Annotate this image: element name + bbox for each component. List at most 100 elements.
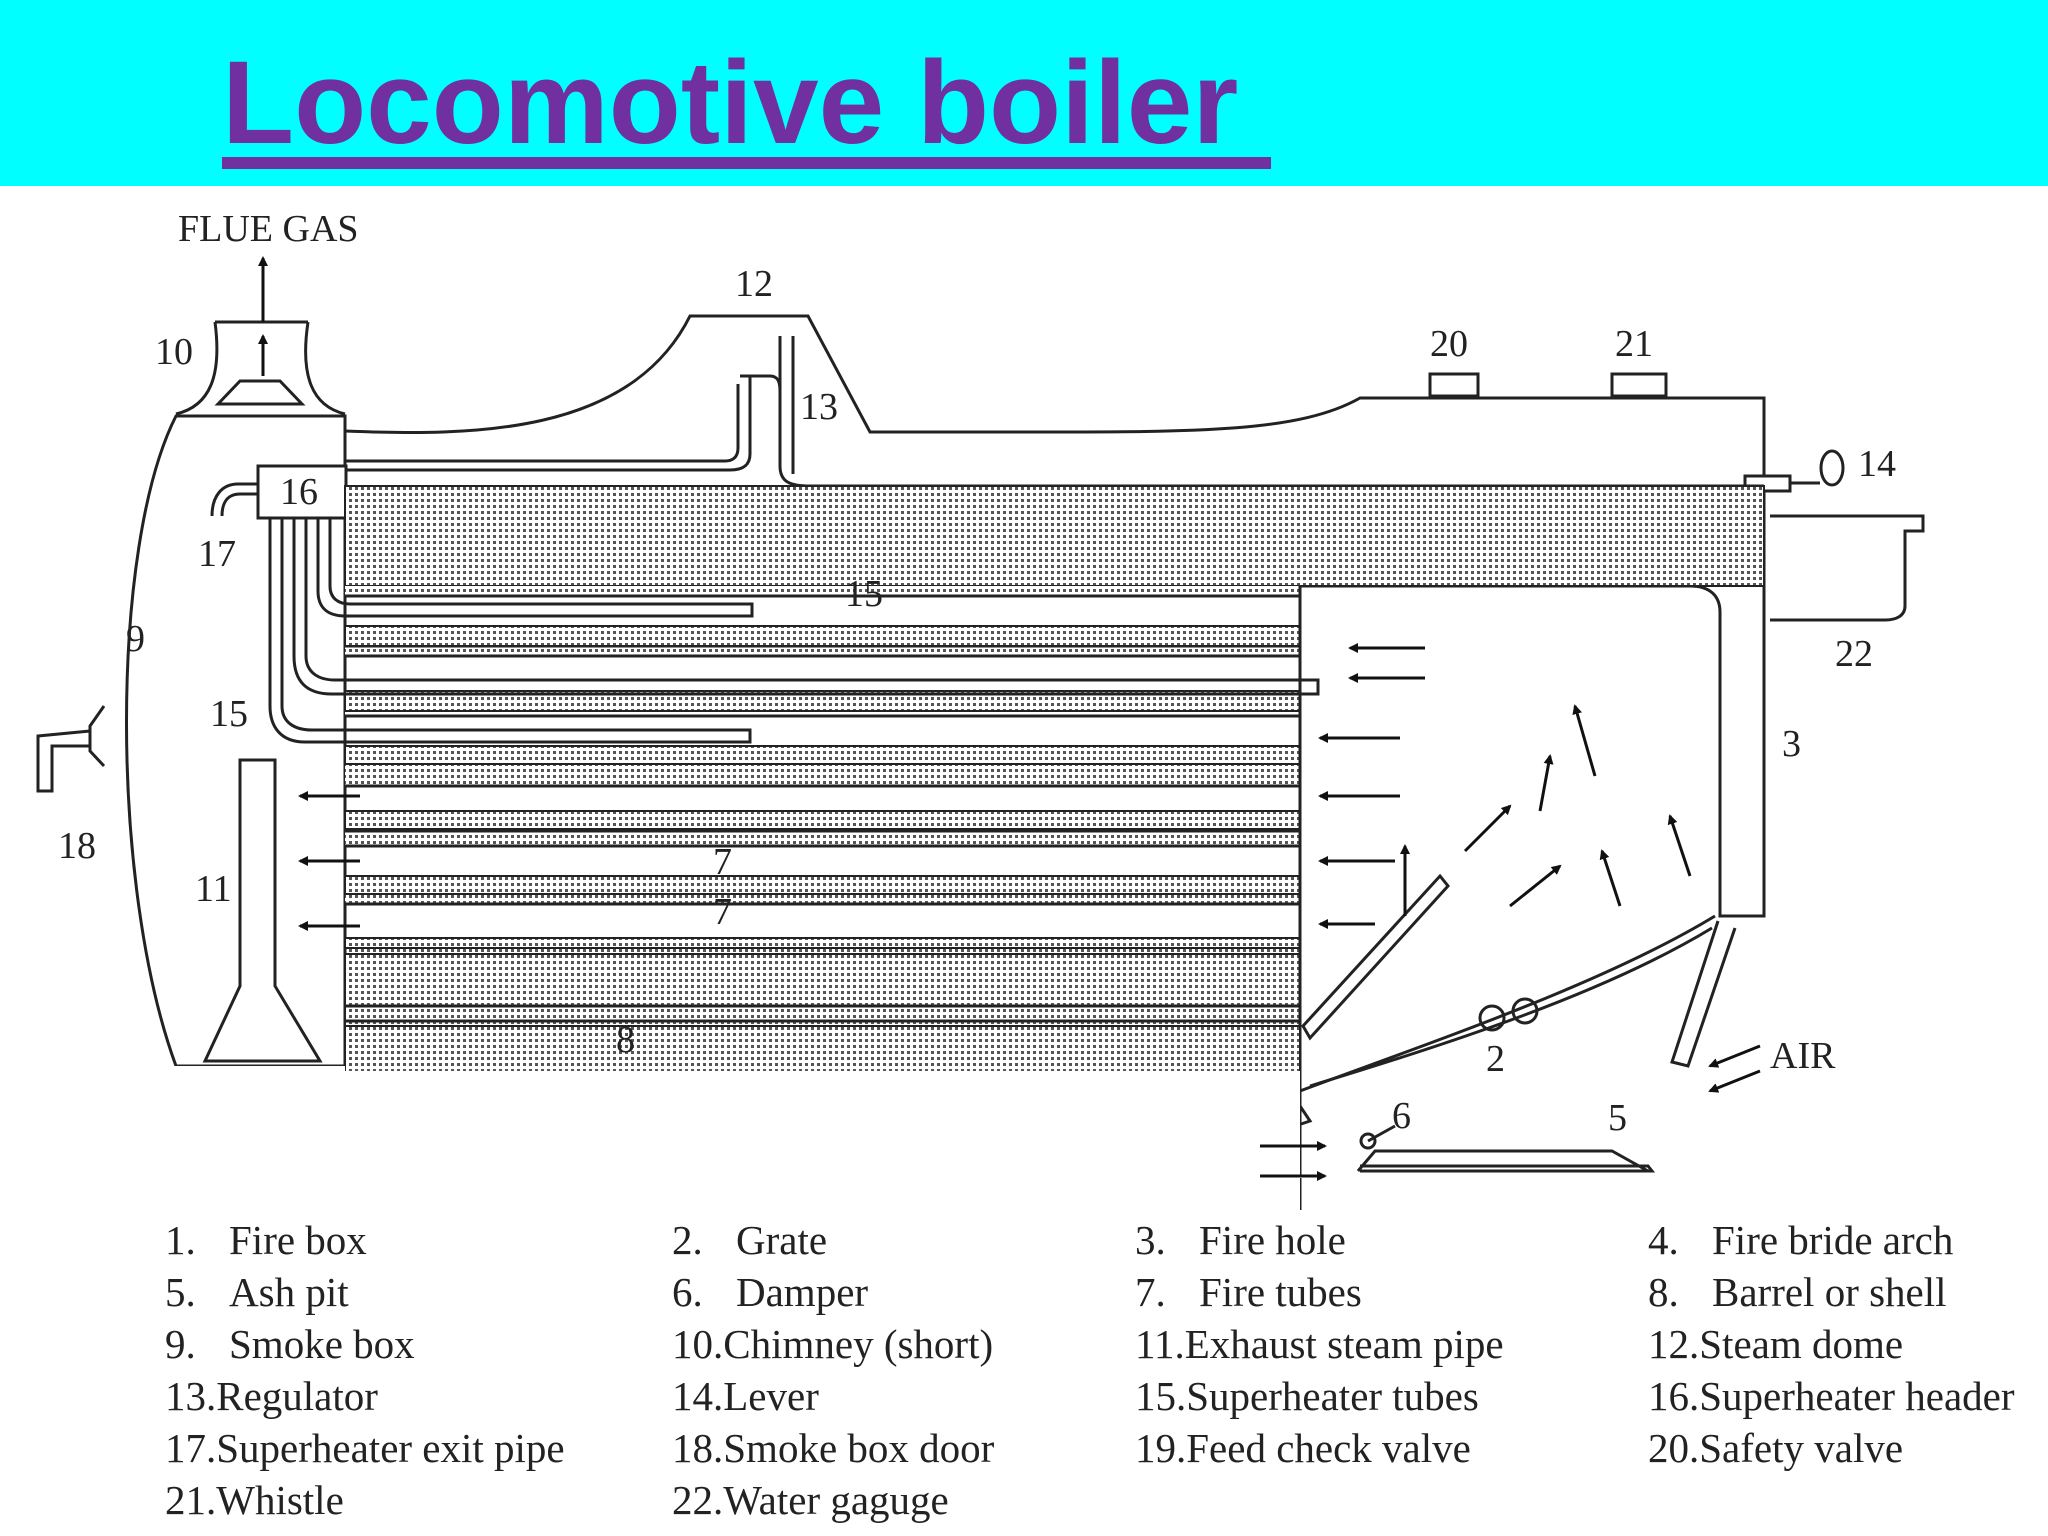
- legend-item-text: Fire tubes: [1199, 1269, 1362, 1315]
- legend-item: 15.Superheater tubes: [1135, 1372, 1479, 1420]
- legend-item-number: 4.: [1648, 1217, 1679, 1263]
- legend-item: 1. Fire box: [165, 1216, 367, 1264]
- legend-item-number: 14.: [672, 1373, 724, 1419]
- legend-item-number: 15.: [1135, 1373, 1187, 1419]
- steam-dome: [344, 314, 1766, 476]
- label-15-top: 15: [845, 573, 883, 615]
- legend-item-text: Chimney (short): [723, 1321, 994, 1367]
- air-arrow: [1708, 1044, 1761, 1068]
- label-6: 6: [1392, 1095, 1411, 1137]
- legend-item-number: 17.: [165, 1425, 217, 1471]
- chimney: [175, 320, 346, 416]
- label-12: 12: [735, 263, 773, 305]
- legend-item-number: 5.: [165, 1269, 196, 1315]
- label-3: 3: [1782, 723, 1801, 765]
- fire-brick-arch: [1301, 873, 1450, 1041]
- superheater-tubes: [268, 518, 1320, 744]
- legend-item-text: Superheater exit pipe: [216, 1425, 565, 1471]
- legend-item-number: 8.: [1648, 1269, 1679, 1315]
- label-13: 13: [800, 386, 838, 428]
- legend-item-text: Grate: [736, 1217, 828, 1263]
- legend-item-text: Smoke box: [229, 1321, 415, 1367]
- legend-item-text: Fire bride arch: [1712, 1217, 1954, 1263]
- legend-item-number: 9.: [165, 1321, 196, 1367]
- legend-item-text: Whistle: [216, 1477, 344, 1523]
- legend-item: 7. Fire tubes: [1135, 1268, 1362, 1316]
- legend-item-text: Steam dome: [1699, 1321, 1904, 1367]
- ash-pit: [1360, 1164, 1656, 1173]
- legend-item: 6. Damper: [672, 1268, 868, 1316]
- legend-item: 21.Whistle: [165, 1476, 344, 1524]
- label-11: 11: [195, 868, 232, 910]
- legend-item: 3. Fire hole: [1135, 1216, 1346, 1264]
- legend-item-text: Fire box: [229, 1217, 367, 1263]
- legend: 1. Fire box 2. Grate 3. Fire hole 4. Fire bride…: [0, 1210, 2048, 1536]
- label-16: 16: [280, 471, 318, 513]
- label-20: 20: [1430, 323, 1468, 365]
- legend-item-text: Ash pit: [229, 1269, 349, 1315]
- legend-item-text: Water gaguge: [723, 1477, 949, 1523]
- legend-item-number: 11.: [1135, 1321, 1185, 1367]
- label-2: 2: [1486, 1038, 1505, 1080]
- water-gauge: [1770, 514, 1925, 622]
- legend-item: 11.Exhaust steam pipe: [1135, 1320, 1504, 1368]
- legend-item: 16.Superheater header: [1648, 1372, 2015, 1420]
- legend-item-number: 13.: [165, 1373, 217, 1419]
- legend-item: 19.Feed check valve: [1135, 1424, 1471, 1472]
- damper: [1359, 1132, 1377, 1150]
- legend-item: 4. Fire bride arch: [1648, 1216, 1953, 1264]
- legend-item: 17.Superheater exit pipe: [165, 1424, 565, 1472]
- legend-item: 20.Safety valve: [1648, 1424, 1903, 1472]
- label-10: 10: [155, 331, 193, 373]
- label-22: 22: [1835, 633, 1873, 675]
- legend-item-text: Damper: [736, 1269, 869, 1315]
- legend-item-number: 20.: [1648, 1425, 1700, 1471]
- label-flue-gas: FLUE GAS: [178, 208, 359, 250]
- safety-valve: [1428, 372, 1480, 398]
- legend-item: 2. Grate: [672, 1216, 827, 1264]
- smoke-box: [125, 414, 347, 1068]
- legend-item-text: Fire hole: [1199, 1217, 1346, 1263]
- legend-item-number: 1.: [165, 1217, 196, 1263]
- legend-item-number: 7.: [1135, 1269, 1166, 1315]
- legend-item-number: 18.: [672, 1425, 724, 1471]
- smoke-box-door: [88, 705, 106, 768]
- legend-item-number: 16.: [1648, 1373, 1700, 1419]
- label-14: 14: [1858, 443, 1896, 485]
- label-9: 9: [126, 618, 145, 660]
- legend-item-text: Regulator: [216, 1373, 378, 1419]
- legend-item: 9. Smoke box: [165, 1320, 415, 1368]
- legend-item-number: 2.: [672, 1217, 703, 1263]
- legend-item-text: Smoke box door: [723, 1425, 995, 1471]
- legend-item-text: Safety valve: [1699, 1425, 1904, 1471]
- exhaust-steam-pipe: [202, 758, 323, 1063]
- label-7-a: 7: [713, 841, 732, 883]
- legend-item-text: Superheater tubes: [1186, 1373, 1479, 1419]
- legend-item: 5. Ash pit: [165, 1268, 349, 1316]
- legend-item: 12.Steam dome: [1648, 1320, 1903, 1368]
- label-8: 8: [616, 1019, 635, 1061]
- legend-item: 14.Lever: [672, 1372, 819, 1420]
- legend-item-number: 12.: [1648, 1321, 1700, 1367]
- legend-item-text: Barrel or shell: [1712, 1269, 1947, 1315]
- legend-item-text: Superheater header: [1699, 1373, 2015, 1419]
- legend-item: 8. Barrel or shell: [1648, 1268, 1947, 1316]
- label-17: 17: [198, 533, 236, 575]
- label-21: 21: [1615, 323, 1653, 365]
- legend-item: 18.Smoke box door: [672, 1424, 994, 1472]
- legend-item-number: 10.: [672, 1321, 724, 1367]
- label-18: 18: [58, 825, 96, 867]
- legend-item-number: 6.: [672, 1269, 703, 1315]
- legend-item: 22.Water gaguge: [672, 1476, 949, 1524]
- boiler-diagram: FLUE GAS AIR 10 12 13 20 21 14 16 17 15 …: [0, 208, 1925, 1210]
- legend-item-text: Lever: [723, 1373, 819, 1419]
- barrel-water: [344, 485, 1765, 587]
- title-bar: Locomotive boiler: [0, 0, 2048, 186]
- whistle: [1610, 372, 1668, 398]
- legend-item-number: 22.: [672, 1477, 724, 1523]
- legend-item-text: Feed check valve: [1186, 1425, 1471, 1471]
- label-7-b: 7: [713, 891, 732, 933]
- label-15-left: 15: [210, 693, 248, 735]
- legend-item-number: 3.: [1135, 1217, 1166, 1263]
- legend-item: 10.Chimney (short): [672, 1320, 993, 1368]
